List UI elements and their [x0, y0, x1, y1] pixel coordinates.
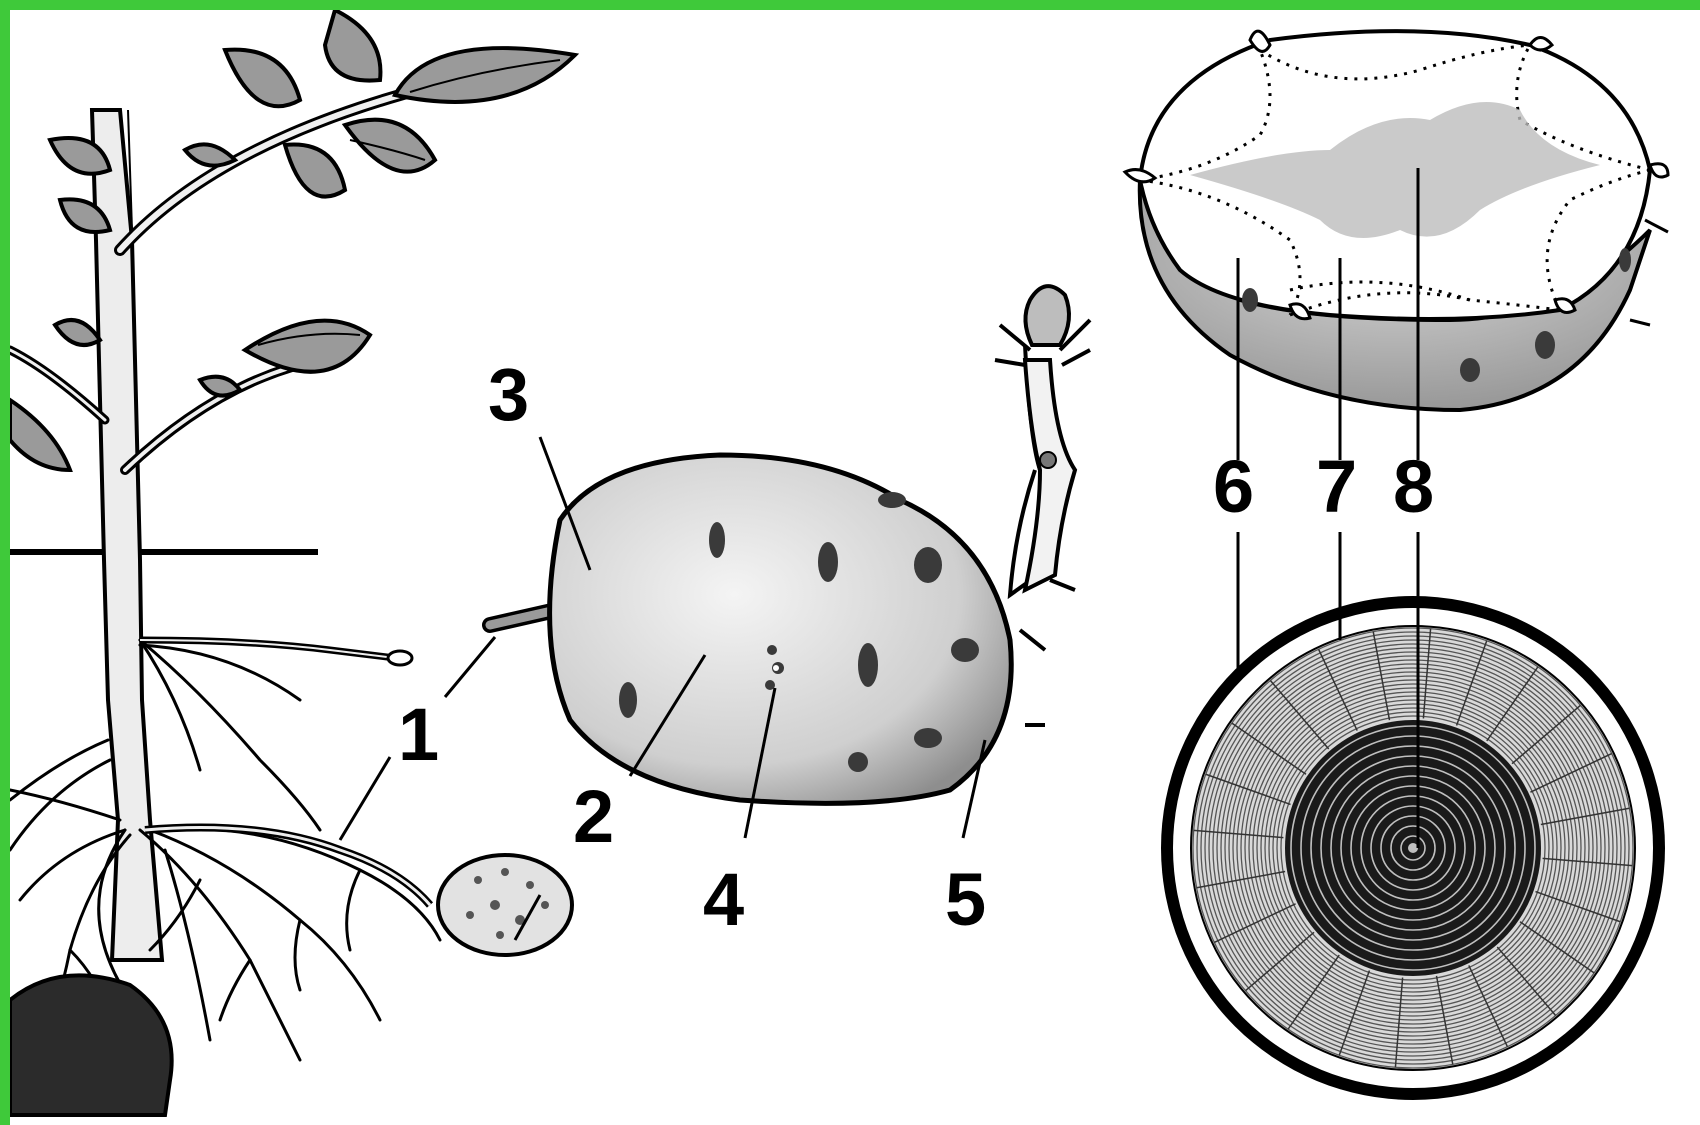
- mother-tuber: [10, 975, 172, 1115]
- diagram-canvas: 1 2 3 4 5 6 7 8: [10, 10, 1700, 1125]
- label-7: 7: [1316, 445, 1357, 528]
- label-4: 4: [703, 858, 744, 941]
- label-6: 6: [1213, 445, 1254, 528]
- cut-tuber: [1125, 31, 1668, 410]
- label-2: 2: [573, 775, 614, 858]
- label-1: 1: [398, 693, 439, 776]
- tuber-body: [550, 455, 1012, 803]
- stolon-lower: [145, 828, 430, 906]
- label-3: 3: [488, 353, 529, 436]
- potato-plant: [10, 10, 575, 1115]
- label-8: 8: [1393, 445, 1434, 528]
- potato-tuber-icon: [438, 855, 572, 955]
- label-5: 5: [945, 858, 986, 941]
